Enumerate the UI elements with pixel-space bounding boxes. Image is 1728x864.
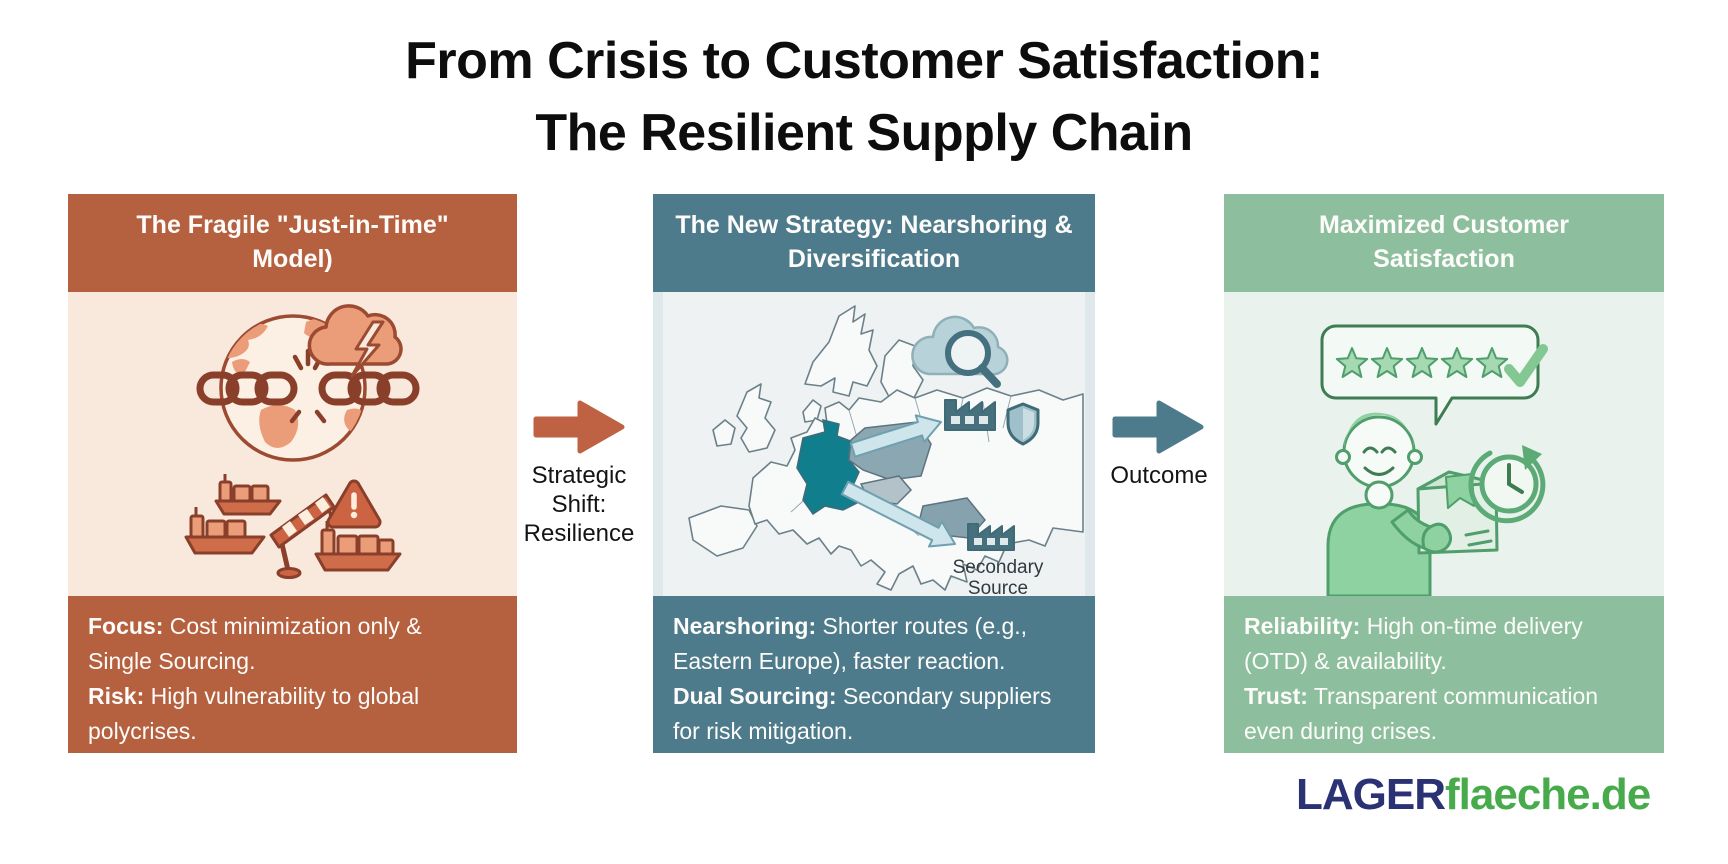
page-title-line1: From Crisis to Customer Satisfaction:	[405, 32, 1323, 90]
header-line: The New Strategy: Nearshoring &	[675, 211, 1073, 239]
outcome-illustration-svg	[1224, 292, 1664, 596]
header-line: Maximized Customer	[1318, 211, 1570, 239]
label-line: Resilience	[523, 520, 635, 547]
cargo-ship-icon	[314, 521, 402, 572]
body-line: Risk: High vulnerability to global	[88, 683, 420, 709]
storm-cloud-icon	[307, 304, 403, 378]
outcome-label: Outcome	[1074, 461, 1244, 490]
panel-fragile-text: Focus: Cost minimization only & Single S…	[68, 596, 517, 753]
secondary-factory-icon	[967, 523, 1015, 551]
outcome-illustration	[1224, 292, 1664, 596]
page-title-line2: The Resilient Supply Chain	[535, 104, 1193, 162]
header-line: Satisfaction	[1373, 245, 1515, 273]
outcome-arrow-icon	[1112, 400, 1204, 454]
body-line: Eastern Europe), faster reaction.	[673, 648, 1006, 674]
lagerflaeche-logo: LAGERflaeche.de	[1296, 770, 1651, 820]
panel-new-strategy: The New Strategy: Nearshoring & Diversif…	[653, 194, 1095, 753]
checkmark-icon	[1504, 344, 1548, 387]
label-line: Outcome	[1110, 462, 1208, 489]
body-line: (OTD) & availability.	[1244, 648, 1447, 674]
label-line: Strategic	[531, 462, 627, 489]
broken-chain-icon	[196, 371, 420, 406]
panel-outcome-header: Maximized Customer Satisfaction	[1224, 194, 1664, 292]
body-line: Focus: Cost minimization only &	[88, 613, 422, 639]
strategy-illustration: Secondary Source	[653, 292, 1095, 599]
panel-fragile-header: The Fragile "Just-in-Time" Model)	[68, 194, 517, 292]
secondary-source-label: Secondary Source	[952, 557, 1044, 599]
on-time-clock-icon	[1468, 445, 1546, 524]
cargo-ship-icon	[214, 474, 282, 516]
cargo-ship-icon	[184, 507, 266, 555]
panel-strategy-header: The New Strategy: Nearshoring & Diversif…	[653, 194, 1095, 292]
fragile-illustration	[68, 292, 517, 596]
body-line: Trust: Transparent communication	[1244, 683, 1599, 709]
fragile-illustration-svg	[184, 304, 420, 579]
customer-arm	[1390, 508, 1453, 554]
strategic-shift-arrow-icon	[533, 400, 625, 454]
nearshoring-arrow	[849, 414, 942, 458]
cloud-search-icon	[911, 315, 1009, 388]
header-line: Model)	[252, 245, 333, 273]
header-line: The Fragile "Just-in-Time"	[136, 211, 449, 239]
lightning-icon	[350, 320, 385, 378]
shield-icon	[1006, 402, 1040, 446]
header-line: Diversification	[787, 245, 961, 273]
body-line: for risk mitigation.	[673, 718, 854, 744]
body-line: polycrises.	[88, 718, 197, 744]
factory-icon	[944, 399, 996, 431]
body-line: even during crises.	[1244, 718, 1438, 744]
body-line: Dual Sourcing: Secondary suppliers	[673, 683, 1052, 709]
label-line: Shift:	[551, 491, 607, 518]
body-line: Reliability: High on-time delivery	[1244, 613, 1583, 639]
logo-part1: LAGER	[1296, 770, 1446, 819]
panel-strategy-text: Nearshoring: Shorter routes (e.g., Easte…	[653, 596, 1095, 753]
panel-fragile-jit: The Fragile "Just-in-Time" Model)	[68, 194, 517, 753]
europe-map	[653, 292, 1095, 596]
panel-customer-satisfaction: Maximized Customer Satisfaction	[1224, 194, 1664, 753]
logo-part2: flaeche.de	[1445, 770, 1651, 819]
warning-triangle-icon	[326, 479, 382, 529]
body-line: Nearshoring: Shorter routes (e.g.,	[673, 613, 1028, 639]
body-line: Single Sourcing.	[88, 648, 256, 674]
dual-sourcing-arrow	[840, 480, 956, 548]
review-bubble-icon	[1320, 324, 1548, 426]
strategic-shift-label: Strategic Shift: Resilience	[494, 461, 664, 548]
roadblock-icon	[269, 493, 336, 579]
panel-outcome-text: Reliability: High on-time delivery (OTD)…	[1224, 596, 1664, 753]
